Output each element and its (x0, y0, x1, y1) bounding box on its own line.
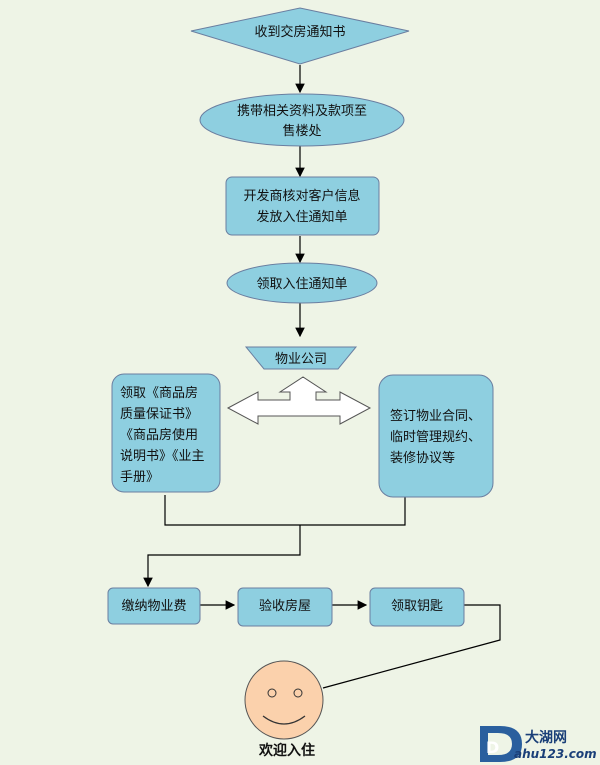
site-logo: D 大湖网 ahu123.com (480, 726, 597, 762)
receive-documents-line4: 说明书》《业主 (120, 449, 205, 464)
step-verify-info-line2: 发放入住通知单 (256, 209, 347, 225)
sign-contracts-line2: 临时管理规约、 (390, 430, 481, 445)
connectors (143, 65, 501, 689)
step-get-checkin-notice-label: 领取入住通知单 (256, 276, 347, 292)
sign-contracts-line3: 装修协议等 (390, 450, 455, 466)
step-receive-documents: 领取《商品房 质量保证书》 《商品房使用 说明书》《业主 手册》 (111, 373, 221, 493)
step-get-keys: 领取钥匙 (369, 587, 465, 627)
step-verify-info: 开发商核对客户信息 发放入住通知单 (225, 176, 380, 236)
receive-documents-line5: 手册》 (120, 470, 159, 485)
three-way-arrow (226, 376, 372, 425)
step-go-sales-office-line1: 携带相关资料及款项至 (237, 103, 367, 119)
step-verify-info-line1: 开发商核对客户信息 (243, 188, 360, 204)
step-pay-fee: 缴纳物业费 (107, 587, 201, 625)
step-receive-notice-label: 收到交房通知书 (254, 24, 345, 40)
pay-fee-label: 缴纳物业费 (121, 599, 186, 614)
step-receive-notice: 收到交房通知书 (190, 7, 410, 65)
step-go-sales-office-line2: 售楼处 (282, 123, 321, 139)
welcome-label: 欢迎入住 (258, 742, 315, 759)
receive-documents-line2: 质量保证书》 (120, 407, 198, 422)
receive-documents-line1: 领取《商品房 (120, 385, 198, 401)
smiley-face-icon (244, 660, 324, 740)
step-inspect-house: 验收房屋 (237, 587, 333, 627)
logo-brand: 大湖网 (525, 729, 567, 746)
get-keys-label: 领取钥匙 (391, 599, 443, 614)
step-property-company: 物业公司 (244, 346, 358, 370)
logo-letter: D (486, 738, 499, 757)
logo-url: ahu123.com (514, 747, 597, 761)
step-property-company-label: 物业公司 (275, 352, 327, 367)
step-go-sales-office: 携带相关资料及款项至 售楼处 (199, 93, 405, 147)
inspect-house-label: 验收房屋 (259, 598, 311, 614)
step-get-checkin-notice: 领取入住通知单 (226, 262, 378, 304)
step-sign-contracts: 签订物业合同、 临时管理规约、 装修协议等 (378, 374, 494, 498)
receive-documents-line3: 《商品房使用 (120, 427, 198, 443)
sign-contracts-line1: 签订物业合同、 (390, 408, 481, 424)
